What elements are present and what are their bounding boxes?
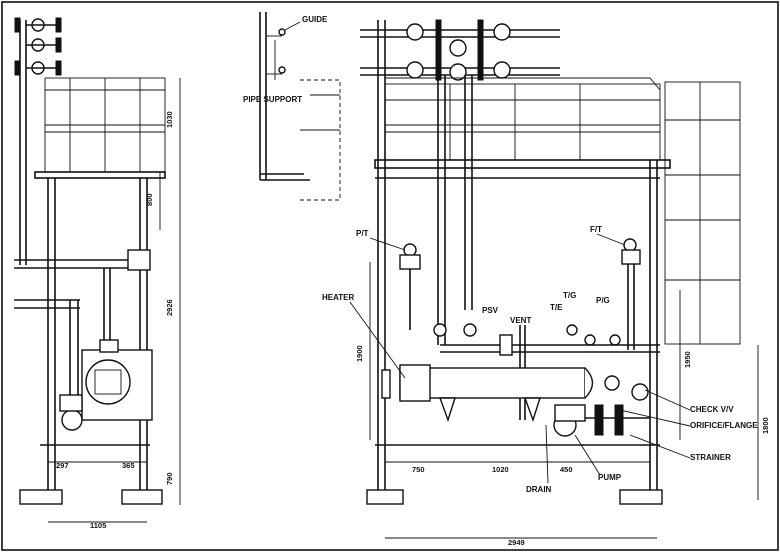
label-pt-left: P/T [356, 229, 369, 238]
label-heater: HEATER [322, 293, 355, 302]
pipe-support-detail: GUIDE PIPE SUPPORT [243, 12, 341, 201]
label-pump: PUMP [598, 473, 622, 482]
dim-1030: 1030 [165, 111, 174, 128]
callouts: P/T F/T HEATER PSV VENT T/E T/G P/G CHEC… [322, 225, 758, 494]
label-check-valve: CHECK V/V [690, 405, 734, 414]
label-te: T/E [550, 303, 563, 312]
label-ft: F/T [590, 225, 602, 234]
label-drain: DRAIN [526, 485, 552, 494]
front-elevation-view: 1900 1950 1800 750 1020 450 2949 [355, 19, 770, 547]
dim-790: 790 [165, 472, 174, 485]
dim-1900: 1900 [355, 345, 364, 362]
dim-365: 365 [122, 461, 135, 470]
dim-297: 297 [56, 461, 69, 470]
label-strainer: STRAINER [690, 453, 731, 462]
dim-1020: 1020 [492, 465, 509, 474]
dim-2926: 2926 [165, 299, 174, 316]
dim-750: 750 [412, 465, 425, 474]
label-orifice-flange: ORIFICE/FLANGE [690, 421, 758, 430]
left-elevation-view: 1030 800 2926 790 297 365 1105 [14, 17, 181, 530]
label-pipe-support: PIPE SUPPORT [243, 95, 302, 104]
label-psv: PSV [482, 306, 499, 315]
label-pg: P/G [596, 296, 610, 305]
dim-1800: 1800 [761, 417, 770, 434]
valve-icon [406, 19, 511, 81]
dim-450: 450 [560, 465, 573, 474]
label-vent: VENT [510, 316, 531, 325]
dim-1105: 1105 [90, 521, 106, 530]
label-tg: T/G [563, 291, 576, 300]
valve-icon [14, 17, 62, 76]
dim-1950: 1950 [683, 351, 692, 368]
dim-800: 800 [145, 193, 154, 206]
dim-2949: 2949 [508, 538, 525, 547]
label-guide: GUIDE [302, 15, 328, 24]
